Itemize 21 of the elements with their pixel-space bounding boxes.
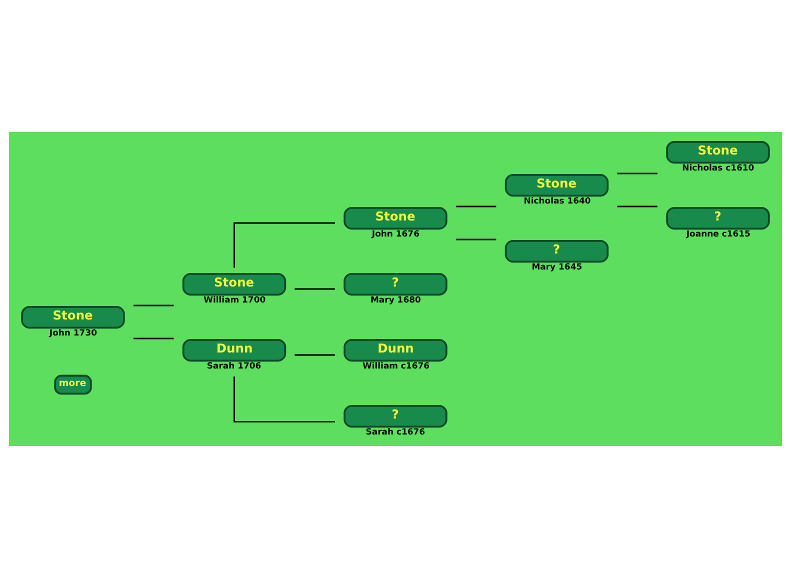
- node-label: Mary 1645: [532, 260, 582, 271]
- node-label: William 1700: [204, 294, 266, 304]
- connector: [234, 376, 335, 422]
- connector: [134, 337, 174, 339]
- connector: [456, 238, 496, 240]
- connector: [617, 172, 658, 174]
- node-label: Sarah 1706: [206, 360, 262, 370]
- connector: [456, 205, 496, 207]
- node-label: Nicholas c1610: [682, 162, 754, 172]
- connector: [294, 288, 335, 290]
- connector: [294, 354, 335, 356]
- node-label: John 1676: [372, 228, 420, 238]
- connector: [234, 222, 335, 268]
- node-label: Mary 1680: [370, 294, 421, 304]
- connector: [617, 205, 658, 207]
- node-label: Nicholas 1640: [524, 194, 591, 205]
- node-label: Joanne c1615: [686, 228, 750, 238]
- node-label: William c1676: [362, 360, 430, 370]
- node-label: Sarah c1676: [366, 426, 426, 436]
- node-label: John 1730: [49, 326, 97, 337]
- connector: [134, 304, 174, 306]
